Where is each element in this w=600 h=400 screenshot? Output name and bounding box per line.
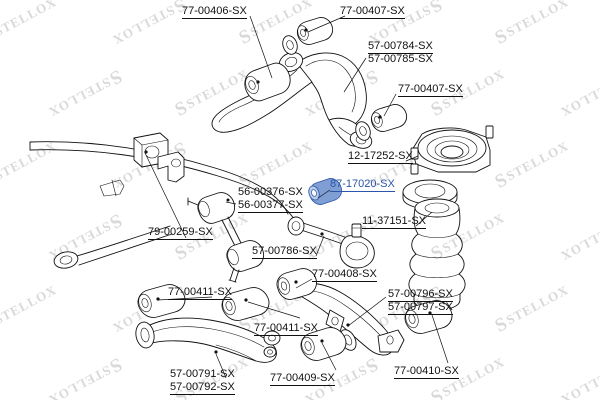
bushing-77-00407-outer (355, 104, 408, 141)
part-label-trailing-arm-right: 57-00792-SX (170, 381, 235, 395)
strut-mount (402, 125, 494, 210)
part-label-stabilizer-link-right: 56-00377-SX (238, 199, 303, 213)
lower-control-arm (284, 277, 405, 356)
stabilizer-link (187, 192, 265, 283)
part-label-bushing-trailing-arm-left: 77-00411-SX (168, 286, 233, 300)
part-label-upper-control-arm-right: 57-00785-SX (368, 53, 433, 65)
leader-lines (145, 15, 449, 379)
part-label-track-rod-ball-joint: 57-00786-SX (252, 245, 317, 259)
track-rod (287, 216, 375, 269)
part-label-stabilizer-link-left: 56-00376-SX (238, 186, 303, 198)
trailing-arm (135, 317, 281, 363)
part-label-bump-stop-bellows: 11-37151-SX (362, 215, 427, 229)
bushing-77-00410 (404, 300, 453, 334)
part-label-bushing-upper-arm-rear: 77-00407-SX (340, 5, 405, 19)
part-label-bushing-upper-arm-front: 77-00406-SX (182, 5, 247, 19)
highlighted-sleeve-bushing (308, 178, 343, 205)
stabilizer-bar-bushing (99, 132, 185, 197)
bump-stop-bellows (408, 198, 466, 311)
part-label-bushing-trailing-arm-right: 77-00411-SX (254, 322, 319, 336)
part-label-bushing-lower-arm-rear: 77-00410-SX (394, 365, 459, 379)
part-label-trailing-arm-left: 57-00791-SX (170, 368, 235, 380)
bushing-77-00408 (276, 268, 317, 300)
part-label-bushing-lower-arm-outer: 77-00409-SX (270, 372, 335, 386)
part-label-strut-mount: 12-17252-SX (348, 150, 413, 164)
stabilizer-bar (29, 141, 296, 269)
part-label-bushing-lower-arm-front: 77-00408-SX (312, 268, 377, 282)
part-label-bushing-upper-arm-outer: 77-00407-SX (398, 83, 463, 97)
part-label-highlighted-sleeve-bushing: 87-17020-SX (330, 178, 395, 192)
bushing-77-00406 (244, 62, 291, 102)
part-label-lower-control-arm-left: 57-00796-SX (388, 288, 453, 302)
part-label-stabilizer-bar-bushing: 79-00259-SX (148, 226, 213, 240)
part-label-lower-control-arm-right: 57-00797-SX (388, 301, 453, 315)
bushing-77-00407-top (282, 17, 334, 55)
part-label-upper-control-arm-left: 57-00784-SX (368, 40, 433, 54)
bushing-77-00411-right (221, 287, 270, 321)
